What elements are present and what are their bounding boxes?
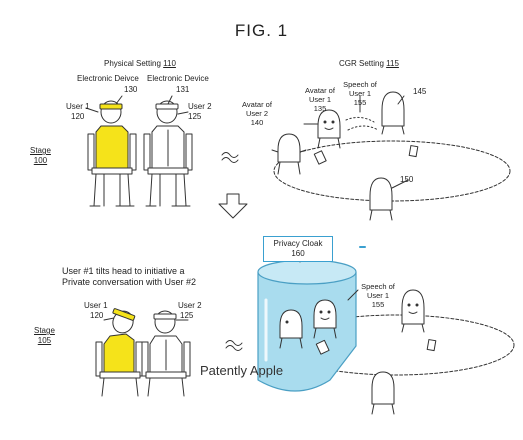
top-device1-label: Electronic Deivce (77, 74, 139, 83)
cgr-setting-label: CGR Setting 115 (339, 59, 399, 68)
top-device1-headset (99, 103, 123, 110)
top-squiggle (221, 152, 239, 163)
top-user2-ref: 125 (188, 112, 202, 121)
top-avatar2 (271, 133, 307, 175)
top-avatar-145 (381, 91, 405, 135)
top-avatar1 (317, 109, 341, 149)
top-device2-ref: 131 (176, 85, 190, 94)
bottom-user1-figure (95, 308, 143, 397)
bottom-squiggle (225, 340, 243, 351)
bottom-avatar1 (313, 299, 337, 339)
top-device1-ref: 130 (124, 85, 138, 94)
figure-title: FIG. 1 (234, 21, 289, 40)
top-user2-figure (143, 100, 193, 207)
top-user1-ref: 120 (71, 112, 85, 121)
watermark: Patently Apple (200, 363, 284, 378)
top-user2-label: User 2 (188, 102, 212, 111)
top-user1-label: User 1 (66, 102, 90, 111)
bottom-user1-ref: 120 (90, 311, 104, 320)
top-avatar-150 (369, 177, 393, 221)
bottom-user2-ref: 125 (180, 311, 194, 320)
top-device2-headset (155, 103, 179, 110)
physical-setting-label: Physical Setting 110 (104, 59, 176, 68)
bottom-avatar2 (279, 309, 303, 349)
top-device2-label: Electronic Device (147, 74, 209, 83)
bottom-avatar-front (371, 371, 395, 415)
bottom-user2-label: User 2 (178, 301, 202, 310)
transition-arrow (218, 193, 248, 219)
top-ref-145: 145 (413, 87, 427, 96)
bottom-user2-figure (141, 310, 191, 397)
top-user1-figure (87, 100, 137, 207)
top-ref-150: 150 (400, 175, 414, 184)
bottom-user1-label: User 1 (84, 301, 108, 310)
bottom-avatar-right (401, 289, 425, 333)
